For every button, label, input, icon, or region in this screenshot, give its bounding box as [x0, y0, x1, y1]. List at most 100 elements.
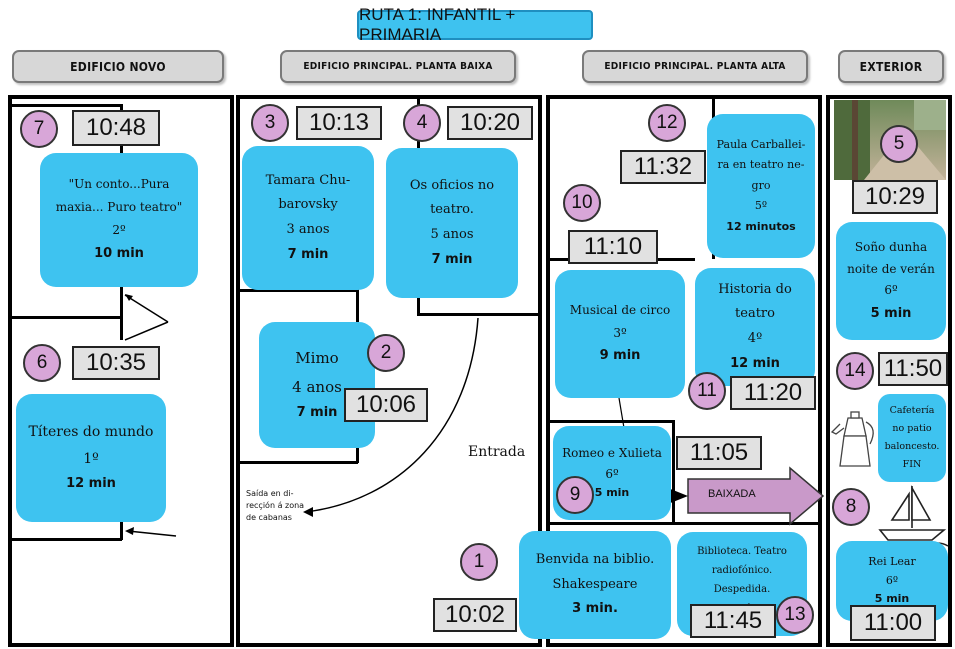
activity-grade: 6º: [885, 573, 899, 587]
exit-curve: [305, 317, 479, 513]
stop-card-1: Benvida na biblio. Shakespeare 3 min.: [519, 531, 671, 639]
entrada-label: Entrada: [468, 444, 526, 460]
stop-card-5: Soño dunha noite de verán 6º 5 min: [836, 222, 946, 340]
connector-line: [618, 397, 625, 429]
activity-title: Títeres do mundo: [28, 424, 154, 441]
stop-time-12: 11:32: [620, 150, 706, 184]
door-arrow-line: [127, 530, 177, 537]
activity-grade: 3º: [613, 325, 627, 340]
stop-time-14: 11:50: [878, 352, 948, 386]
activity-title: Mimo: [295, 349, 339, 368]
stop-number-11: 11: [688, 372, 726, 410]
stop-card-10: Musical de circo 3º 9 min: [555, 270, 685, 398]
stop-card-6: Títeres do mundo 1º 12 min: [16, 394, 166, 522]
garden-photo: [834, 100, 946, 180]
activity-duration: 3 min.: [572, 601, 618, 617]
stop-card-4: Os oficios no teatro. 5 anos 7 min: [386, 148, 518, 298]
arrow-head: [668, 488, 688, 504]
stop-time-9: 11:05: [676, 436, 762, 470]
activity-title: Os oficios no: [409, 177, 495, 193]
header-planta-baixa: EDIFICIO PRINCIPAL. PLANTA BAIXA: [280, 50, 516, 83]
baixada-arrow-icon: [687, 466, 825, 526]
activity-duration: 12 min: [730, 355, 780, 371]
activity-duration: 7 min: [287, 246, 329, 262]
stop-time-3: 10:13: [296, 106, 382, 140]
stop-card-7: "Un conto...Pura maxia... Puro teatro" 2…: [40, 153, 198, 287]
stop-time-5: 10:29: [852, 180, 938, 214]
activity-title: Musical de circo: [569, 302, 671, 317]
stop-time-6: 10:35: [72, 346, 160, 380]
stop-number-8: 8: [832, 488, 870, 526]
arrow-head: [125, 527, 134, 535]
saida-label: Saída en di- recçión á zona de cabanas: [246, 488, 304, 524]
stop-number-4: 4: [403, 104, 441, 142]
activity-duration: 5 min: [594, 486, 630, 500]
activity-grade: 1º: [83, 450, 99, 467]
activity-duration: 12 min: [66, 476, 116, 492]
saida-line: Saída en di-: [246, 489, 294, 498]
activity-title-cont: noite de verán: [847, 261, 935, 276]
activity-title-cont: baloncesto.: [884, 441, 940, 452]
activity-title-cont: barovsky: [278, 197, 338, 213]
activity-title: Tamara Chu-: [265, 172, 351, 188]
activity-grade: 2º: [112, 223, 126, 238]
stop-time-8: 11:00: [850, 605, 936, 641]
stop-number-13: 13: [776, 596, 814, 634]
stop-time-7: 10:48: [72, 110, 160, 146]
stop-time-13: 11:45: [690, 604, 776, 638]
activity-end: FIN: [902, 459, 922, 471]
door-arrow-line: [124, 321, 169, 341]
activity-grade: 4 anos: [292, 377, 342, 396]
stop-card-12: Paula Carballei- ra en teatro ne- gro 5º…: [707, 114, 815, 258]
stop-card-11: Historia do teatro 4º 12 min: [695, 268, 815, 386]
activity-title-cont: gro: [751, 178, 771, 192]
stop-number-6: 6: [23, 344, 61, 382]
activity-duration: 7 min: [296, 405, 338, 421]
activity-duration: 7 min: [431, 251, 473, 267]
activity-duration: 10 min: [94, 245, 144, 261]
stop-number-3: 3: [251, 104, 289, 142]
activity-grade: 6º: [605, 466, 619, 481]
activity-grade: 6º: [884, 283, 898, 298]
door-arrow-line: [124, 294, 169, 323]
header-planta-alta: EDIFICIO PRINCIPAL. PLANTA ALTA: [582, 50, 808, 83]
baixada-label: BAIXADA: [708, 488, 756, 500]
activity-title-cont: no patio: [892, 422, 932, 434]
stop-number-7: 7: [20, 110, 58, 148]
activity-title: Biblioteca. Teatro: [697, 546, 787, 557]
activity-title-cont: teatro: [735, 306, 775, 322]
activity-title: Rei Lear: [868, 554, 916, 568]
activity-title: Paula Carballei-: [716, 138, 806, 152]
stop-time-11: 11:20: [730, 376, 816, 410]
activity-title: Cafetería: [889, 404, 935, 416]
saida-line: recçión á zona: [246, 501, 305, 510]
activity-title-cont: ra en teatro ne-: [717, 158, 805, 172]
stop-number-10: 10: [563, 184, 601, 222]
boat-icon: [877, 484, 949, 550]
stop-card-9: Romeo e Xulieta 6º 5 min: [553, 426, 671, 520]
header-edificio-novo: EDIFICIO NOVO: [12, 50, 224, 83]
activity-title: Benvida na biblio.: [535, 551, 655, 567]
stop-time-2: 10:06: [344, 388, 428, 422]
activity-duration: 5 min: [870, 305, 912, 321]
arrow-head: [303, 507, 313, 517]
stop-number-14: 14: [836, 352, 874, 390]
activity-duration: 9 min: [599, 348, 641, 364]
activity-title-cont: teatro.: [430, 202, 474, 218]
saida-line: de cabanas: [246, 513, 292, 522]
activity-duration: 12 minutos: [726, 219, 796, 233]
stop-card-2: Mimo 4 anos 7 min: [259, 322, 375, 448]
stop-card-14: Cafetería no patio baloncesto. FIN: [878, 394, 946, 482]
activity-title: "Un conto...Pura: [68, 177, 170, 192]
stop-number-9: 9: [556, 476, 594, 514]
activity-grade: 5º: [754, 199, 768, 213]
stop-number-5: 5: [880, 125, 918, 163]
activity-grade: 5 anos: [430, 227, 474, 242]
activity-grade: 3 anos: [286, 222, 330, 237]
stop-time-1: 10:02: [433, 598, 517, 632]
coffee-pot-icon: [830, 411, 874, 467]
header-exterior: EXTERIOR: [838, 50, 944, 83]
stop-card-3: Tamara Chu- barovsky 3 anos 7 min: [242, 146, 374, 290]
activity-subtitle: Shakespeare: [552, 576, 638, 592]
